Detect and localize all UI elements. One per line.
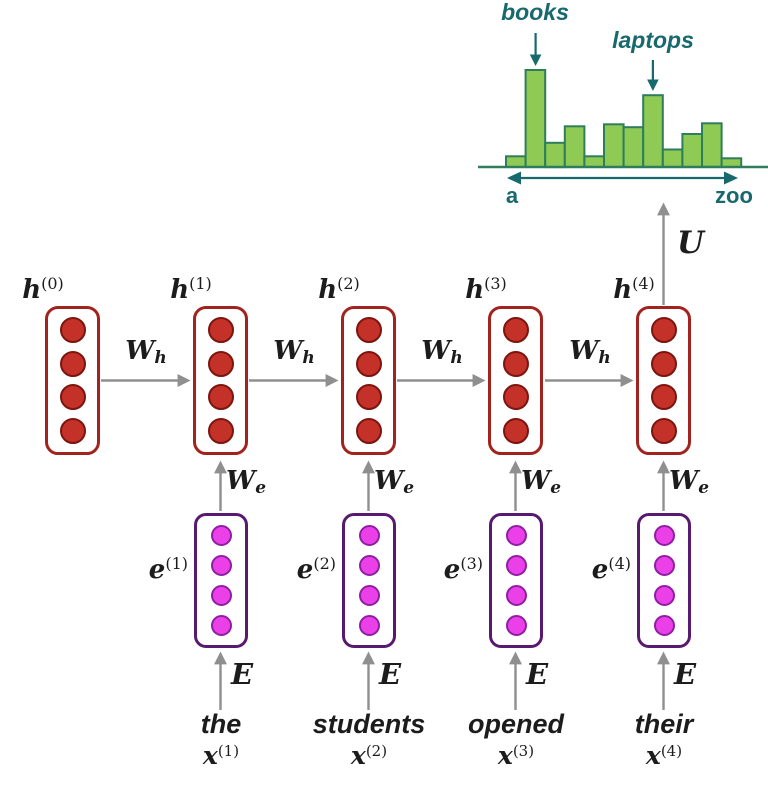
unit-dot bbox=[210, 555, 232, 576]
vocab-start-label: a bbox=[505, 183, 519, 208]
embedding-vector-e4 bbox=[637, 513, 691, 648]
hidden-state-label-h4: h(4) bbox=[613, 274, 655, 305]
embedding-vector-e1 bbox=[194, 513, 248, 648]
hidden-state-label-h3: h(3) bbox=[465, 274, 507, 305]
unit-dot bbox=[502, 384, 529, 411]
vocab-end-label: zoo bbox=[715, 183, 753, 208]
embedding-label-e3: e(3) bbox=[443, 554, 483, 585]
probability-bar-7 bbox=[642, 94, 664, 168]
unit-dot bbox=[502, 418, 529, 445]
embedding-matrix-label-2: E bbox=[379, 657, 402, 691]
unit-dot bbox=[650, 316, 677, 343]
probability-bar-1 bbox=[524, 69, 547, 168]
hidden-vector-h0 bbox=[45, 306, 100, 455]
unit-dot bbox=[653, 585, 675, 606]
hidden-state-label-h1: h(1) bbox=[170, 274, 212, 305]
unit-dot bbox=[502, 350, 529, 377]
unit-dot bbox=[505, 525, 527, 546]
unit-dot bbox=[358, 555, 380, 576]
annotation-laptops: laptops bbox=[612, 27, 694, 53]
unit-dot bbox=[505, 615, 527, 636]
books-arrowhead-icon bbox=[529, 54, 542, 66]
embedding-label-e4: e(4) bbox=[591, 554, 631, 585]
unit-dot bbox=[355, 418, 382, 445]
unit-dot bbox=[355, 384, 382, 411]
output-matrix-label-u: U bbox=[677, 225, 705, 261]
embedding-label-e2: e(2) bbox=[296, 554, 336, 585]
unit-dot bbox=[59, 316, 86, 343]
probability-bar-4 bbox=[583, 155, 606, 169]
probability-bars bbox=[505, 69, 743, 169]
unit-dot bbox=[355, 316, 382, 343]
input-label-x1: x(1) bbox=[202, 741, 240, 770]
unit-dot bbox=[210, 525, 232, 546]
unit-dot bbox=[355, 350, 382, 377]
unit-dot bbox=[650, 350, 677, 377]
embedding-matrix-label-4: E bbox=[674, 657, 697, 691]
wh-weight-label-1: Wh bbox=[125, 336, 167, 368]
unit-dot bbox=[653, 525, 675, 546]
unit-dot bbox=[358, 525, 380, 546]
input-label-x4: x(4) bbox=[645, 741, 683, 770]
input-word-1: the bbox=[200, 709, 242, 739]
probability-bar-3 bbox=[563, 125, 586, 169]
we-weight-label-4: We bbox=[669, 466, 710, 498]
unit-dot bbox=[650, 418, 677, 445]
laptops-arrowhead-icon bbox=[647, 79, 659, 91]
vocab-arrowhead-right-icon bbox=[724, 171, 738, 185]
wh-weight-label-3: Wh bbox=[421, 336, 463, 368]
probability-bar-9 bbox=[681, 133, 704, 168]
input-word-4: their bbox=[634, 709, 694, 739]
hidden-vector-h3 bbox=[488, 306, 543, 455]
unit-dot bbox=[59, 418, 86, 445]
probability-bar-0 bbox=[505, 155, 527, 169]
unit-dot bbox=[207, 418, 234, 445]
probability-bar-10 bbox=[701, 122, 723, 168]
unit-dot bbox=[59, 384, 86, 411]
unit-dot bbox=[210, 615, 232, 636]
we-weight-label-3: We bbox=[521, 466, 562, 498]
unit-dot bbox=[650, 384, 677, 411]
hidden-vector-h2 bbox=[341, 306, 396, 455]
unit-dot bbox=[59, 350, 86, 377]
we-weight-label-1: We bbox=[226, 466, 267, 498]
probability-bar-5 bbox=[603, 123, 625, 169]
hidden-vector-h1 bbox=[193, 306, 248, 455]
input-label-x2: x(2) bbox=[350, 741, 388, 770]
unit-dot bbox=[210, 585, 232, 606]
annotation-books: books bbox=[501, 0, 569, 25]
we-weight-label-2: We bbox=[374, 466, 415, 498]
embedding-vector-e3 bbox=[489, 513, 543, 648]
unit-dot bbox=[358, 585, 380, 606]
probability-bar-2 bbox=[544, 141, 566, 169]
probability-bar-6 bbox=[622, 126, 645, 168]
vocab-arrowhead-left-icon bbox=[507, 171, 521, 185]
unit-dot bbox=[505, 555, 527, 576]
unit-dot bbox=[502, 316, 529, 343]
embedding-vector-e2 bbox=[342, 513, 396, 648]
input-word-3: opened bbox=[467, 709, 564, 739]
hidden-state-label-h2: h(2) bbox=[318, 274, 360, 305]
input-label-x3: x(3) bbox=[497, 741, 535, 770]
hidden-vector-h4 bbox=[636, 306, 691, 455]
unit-dot bbox=[505, 585, 527, 606]
probability-bar-8 bbox=[661, 148, 684, 168]
embedding-matrix-label-3: E bbox=[526, 657, 549, 691]
unit-dot bbox=[207, 350, 234, 377]
embedding-label-e1: e(1) bbox=[148, 554, 188, 585]
unit-dot bbox=[653, 615, 675, 636]
unit-dot bbox=[207, 384, 234, 411]
hidden-state-label-h0: h(0) bbox=[22, 274, 64, 305]
embedding-matrix-label-1: E bbox=[231, 657, 254, 691]
unit-dot bbox=[207, 316, 234, 343]
unit-dot bbox=[358, 615, 380, 636]
unit-dot bbox=[653, 555, 675, 576]
probability-bar-11 bbox=[720, 157, 743, 169]
wh-weight-label-4: Wh bbox=[569, 336, 611, 368]
input-word-2: students bbox=[312, 709, 426, 739]
wh-weight-label-2: Wh bbox=[273, 336, 315, 368]
